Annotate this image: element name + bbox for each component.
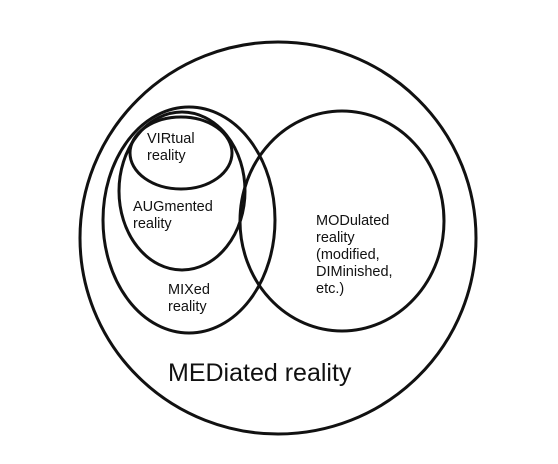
virtual-reality-ellipse (128, 115, 234, 191)
virtual-label-line: VIRtual (147, 131, 195, 147)
augmented-label-line: reality (133, 216, 172, 233)
mediated-label-line: MEDiated reality (168, 359, 352, 387)
augmented-reality-label: AUGmented reality (133, 199, 213, 233)
modulated-label-line: (modified, (316, 247, 380, 264)
virtual-reality-label: VIRtual reality (147, 131, 195, 165)
modulated-label-line: MODulated (316, 213, 390, 229)
modulated-label-line: reality (316, 230, 355, 247)
virtual-label-line: reality (147, 148, 186, 165)
modulated-label-line: DIMinished, (316, 264, 393, 281)
modulated-reality-label: MODulated reality (modified, DIMinished,… (316, 213, 393, 299)
mixed-reality-label: MIXed reality (168, 282, 210, 316)
mediated-reality-ellipse (78, 40, 478, 436)
augmented-reality-ellipse (117, 110, 247, 272)
mediated-reality-label: MEDiated reality (168, 361, 351, 386)
mixed-label-line: reality (168, 299, 207, 316)
augmented-label-line: AUGmented (133, 199, 213, 215)
mixed-reality-ellipse (101, 105, 277, 335)
mixed-label-line: MIXed (168, 282, 210, 298)
modulated-label-line: etc.) (316, 281, 345, 298)
